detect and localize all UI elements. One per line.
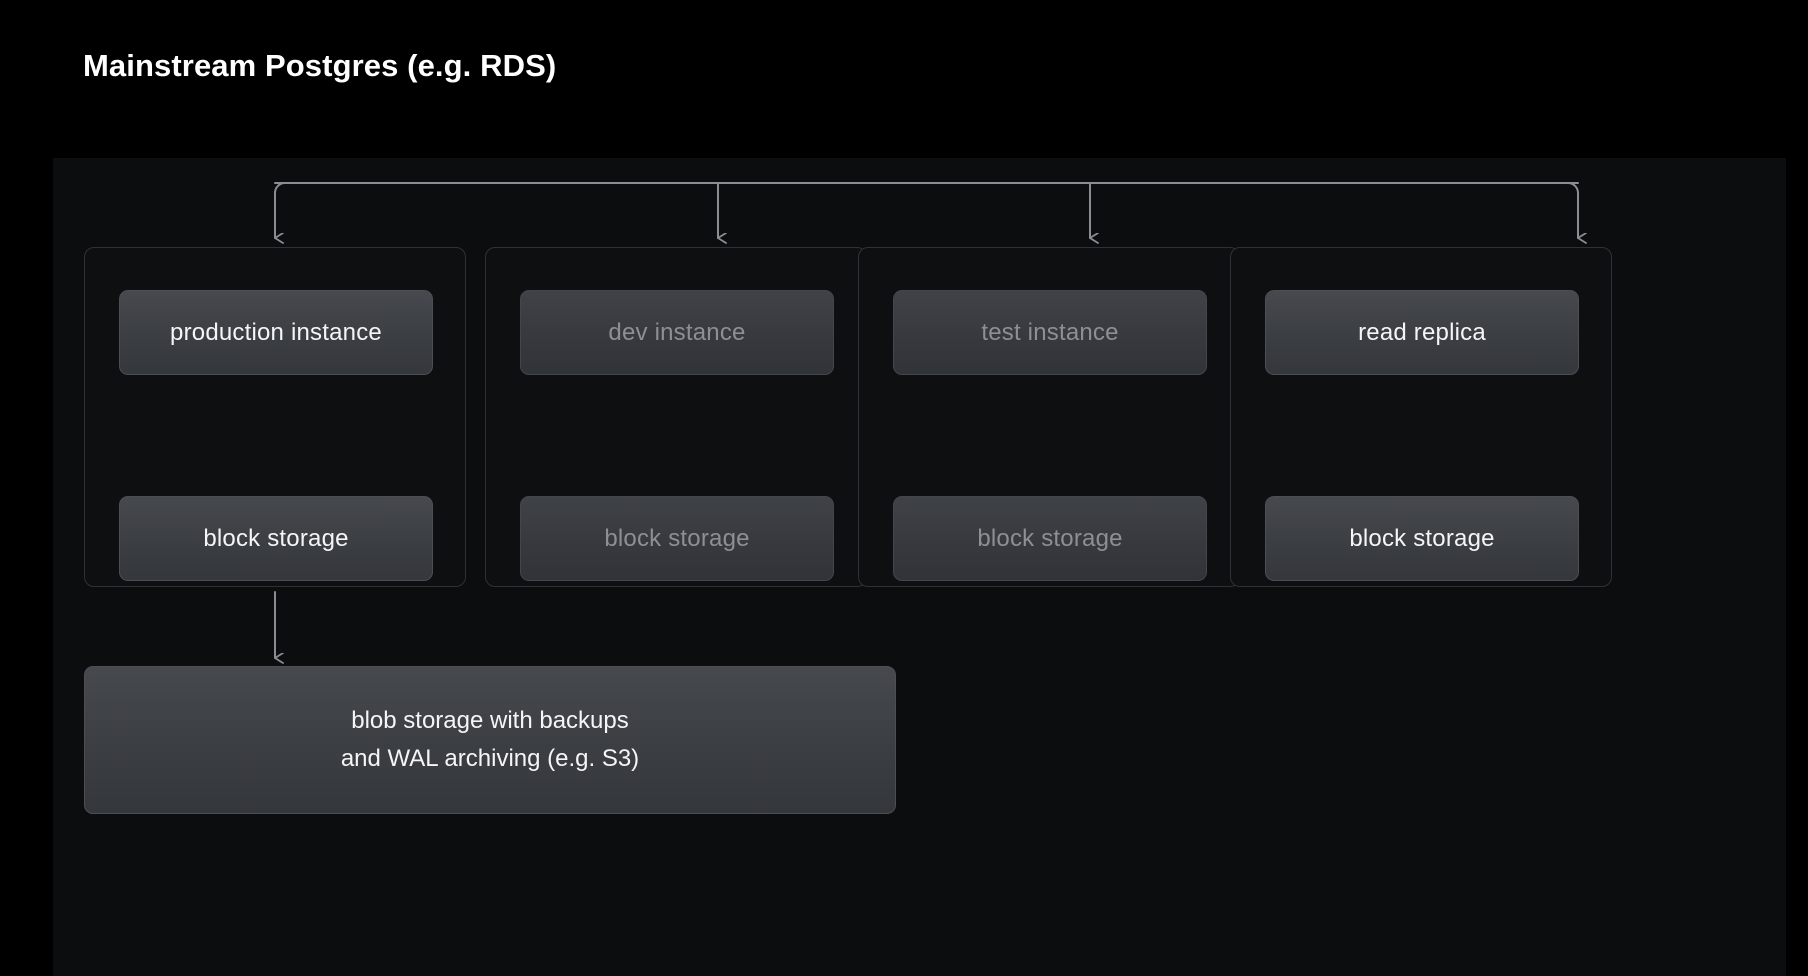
branch-to-production (274, 182, 286, 238)
node-read-replica-instance[interactable]: read replica (1265, 290, 1579, 375)
node-dev-instance[interactable]: dev instance (520, 290, 834, 375)
group-dev[interactable]: dev instance block storage (485, 247, 867, 587)
diagram-panel: production instance block storage dev in… (53, 158, 1786, 976)
group-production[interactable]: production instance block storage (84, 247, 466, 587)
blob-storage-line-2: and WAL archiving (e.g. S3) (340, 745, 640, 772)
node-test-block-storage[interactable]: block storage (893, 496, 1207, 581)
node-production-block-storage[interactable]: block storage (119, 496, 433, 581)
blob-storage-line-1: blob storage with backups (351, 707, 629, 735)
node-dev-block-storage[interactable]: block storage (520, 496, 834, 581)
node-blob-storage[interactable]: blob storage with backups and WAL archiv… (84, 666, 896, 814)
page-title: Mainstream Postgres (e.g. RDS) (83, 48, 557, 83)
node-read-replica-block-storage[interactable]: block storage (1265, 496, 1579, 581)
group-read-replica[interactable]: read replica block storage (1230, 247, 1612, 587)
node-production-instance[interactable]: production instance (119, 290, 433, 375)
node-test-instance[interactable]: test instance (893, 290, 1207, 375)
group-test[interactable]: test instance block storage (858, 247, 1240, 587)
branch-to-read-replica (1567, 182, 1578, 238)
